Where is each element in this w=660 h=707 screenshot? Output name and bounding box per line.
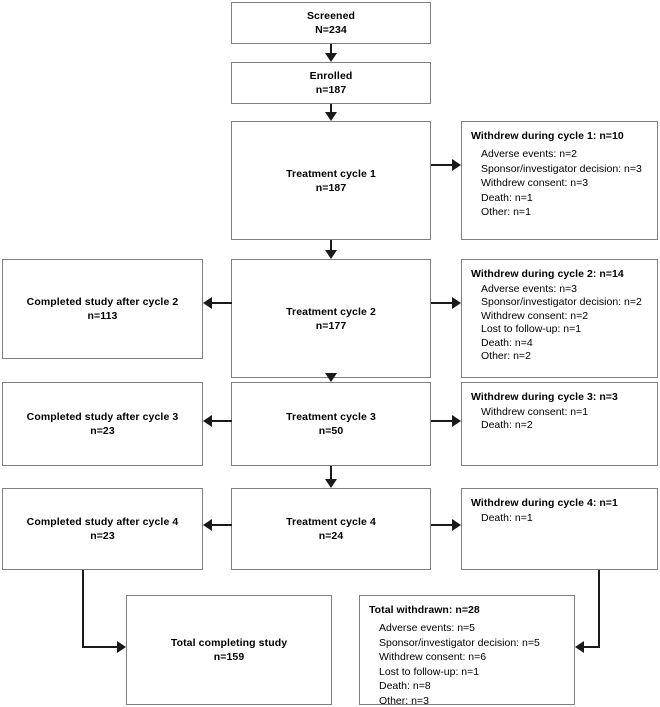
node-completed2-count: n=113 — [87, 310, 118, 322]
list-item: Sponsor/investigator decision: n=2 — [481, 296, 642, 309]
arrow-right-icon — [117, 641, 126, 653]
arrow-down-icon — [325, 53, 337, 62]
node-completed4-label: Completed study after cycle 4 — [26, 516, 179, 528]
node-cycle3-count: n=50 — [318, 425, 344, 437]
list-item: Death: n=1 — [481, 512, 533, 524]
connector-cycle1-to-withdrawal1 — [431, 164, 453, 166]
connector-cycle2-to-withdrawal2 — [431, 302, 453, 304]
connector-cycle3-to-cycle4 — [330, 466, 332, 479]
node-completed4-count: n=23 — [90, 530, 115, 542]
arrow-right-icon — [452, 519, 461, 531]
arrow-left-icon — [575, 641, 584, 653]
list-item: Adverse events: n=2 — [481, 148, 578, 160]
node-cycle1-count: n=187 — [315, 181, 347, 194]
node-screened: Screened N=234 — [231, 2, 431, 44]
withdrawal-cycle2-header: Withdrew during cycle 2: n=14 — [471, 268, 624, 280]
connector-cycle1-to-cycle2 — [330, 240, 332, 250]
arrow-down-icon — [325, 479, 337, 488]
withdrawal-cycle3-header: Withdrew during cycle 3: n=3 — [471, 391, 618, 403]
arrow-right-icon — [452, 159, 461, 171]
withdrawal-cycle1-header: Withdrew during cycle 1: n=10 — [471, 130, 624, 142]
connector-cycle3-to-completed3 — [212, 420, 232, 422]
connector-withdrawal4-to-total-vertical — [598, 570, 600, 648]
node-cycle4-count: n=24 — [318, 530, 344, 542]
arrow-left-icon — [203, 297, 212, 309]
list-item: Withdrew consent: n=2 — [481, 309, 589, 322]
list-item: Adverse events: n=3 — [481, 283, 578, 295]
node-screened-count: N=234 — [315, 24, 347, 36]
connector-withdrawal4-to-total-horizontal — [584, 646, 600, 648]
node-completed-after-cycle-3: Completed study after cycle 3 n=23 — [2, 382, 203, 466]
list-item: Withdrew consent: n=6 — [379, 651, 487, 664]
list-item: Death: n=4 — [481, 336, 533, 349]
arrow-left-icon — [203, 415, 212, 427]
node-enrolled-count: n=187 — [315, 84, 347, 96]
node-enrolled: Enrolled n=187 — [231, 62, 431, 104]
withdrawal-box-total: Total withdrawn: n=28 Adverse events: n=… — [359, 595, 575, 707]
list-item: Sponsor/investigator decision: n=5 — [379, 636, 540, 649]
list-item: Death: n=2 — [481, 419, 533, 432]
node-total-completing-study: Total completing study n=159 — [126, 595, 332, 705]
arrow-down-icon — [325, 250, 337, 259]
connector-cycle4-to-completed4 — [212, 524, 232, 526]
node-completed-after-cycle-2: Completed study after cycle 2 n=113 — [2, 259, 203, 359]
node-completed2-label: Completed study after cycle 2 — [26, 296, 179, 308]
node-screened-label: Screened — [306, 10, 356, 22]
node-cycle2-label: Treatment cycle 2 — [286, 305, 376, 318]
connector-completed4-to-total-horizontal — [82, 646, 118, 648]
connector-completed4-to-total-vertical — [82, 570, 84, 648]
connector-cycle4-to-withdrawal4 — [431, 524, 453, 526]
withdrawal-cycle4-reasons: Death: n=1 — [471, 512, 657, 525]
node-treatment-cycle-1: Treatment cycle 1 n=187 — [231, 121, 431, 240]
arrow-down-icon — [325, 373, 337, 382]
node-completed3-count: n=23 — [90, 425, 115, 437]
connector-screened-to-enrolled — [330, 44, 332, 54]
withdrawal-cycle1-reasons: Adverse events: n=2 Sponsor/investigator… — [471, 147, 657, 220]
connector-enrolled-to-cycle1 — [330, 104, 332, 112]
list-item: Other: n=1 — [481, 206, 531, 219]
arrow-left-icon — [203, 519, 212, 531]
list-item: Death: n=1 — [481, 191, 533, 204]
node-cycle4-label: Treatment cycle 4 — [286, 516, 376, 528]
list-item: Withdrew consent: n=3 — [481, 177, 589, 190]
list-item: Adverse events: n=5 — [379, 622, 476, 634]
list-item: Withdrew consent: n=1 — [481, 406, 589, 418]
withdrawal-box-cycle-3: Withdrew during cycle 3: n=3 Withdrew co… — [461, 382, 658, 466]
node-cycle1-label: Treatment cycle 1 — [286, 167, 376, 180]
withdrawal-box-cycle-2: Withdrew during cycle 2: n=14 Adverse ev… — [461, 259, 658, 378]
node-cycle2-count: n=177 — [315, 319, 347, 332]
node-enrolled-label: Enrolled — [309, 70, 353, 82]
withdrawal-box-cycle-4: Withdrew during cycle 4: n=1 Death: n=1 — [461, 488, 658, 570]
connector-cycle2-to-completed2 — [212, 302, 232, 304]
list-item: Lost to follow-up: n=1 — [481, 323, 582, 336]
node-completed-after-cycle-4: Completed study after cycle 4 n=23 — [2, 488, 203, 570]
withdrawal-cycle3-reasons: Withdrew consent: n=1 Death: n=2 — [471, 406, 657, 433]
withdrawal-cycle2-reasons: Adverse events: n=3 Sponsor/investigator… — [471, 283, 657, 363]
withdrawal-total-header: Total withdrawn: n=28 — [369, 604, 480, 616]
node-treatment-cycle-3: Treatment cycle 3 n=50 — [231, 382, 431, 466]
list-item: Death: n=8 — [379, 680, 431, 693]
arrow-down-icon — [325, 112, 337, 121]
withdrawal-box-cycle-1: Withdrew during cycle 1: n=10 Adverse ev… — [461, 121, 658, 240]
node-treatment-cycle-2: Treatment cycle 2 n=177 — [231, 259, 431, 378]
node-total-completing-label: Total completing study — [170, 637, 288, 649]
withdrawal-cycle4-header: Withdrew during cycle 4: n=1 — [471, 497, 618, 509]
list-item: Lost to follow-up: n=1 — [379, 665, 480, 678]
arrow-right-icon — [452, 415, 461, 427]
list-item: Other: n=2 — [481, 350, 531, 363]
connector-cycle3-to-withdrawal3 — [431, 420, 453, 422]
arrow-right-icon — [452, 297, 461, 309]
node-treatment-cycle-4: Treatment cycle 4 n=24 — [231, 488, 431, 570]
list-item: Other: n=3 — [379, 694, 429, 707]
list-item: Sponsor/investigator decision: n=3 — [481, 162, 642, 175]
node-total-completing-count: n=159 — [213, 651, 245, 663]
node-completed3-label: Completed study after cycle 3 — [26, 411, 179, 423]
node-cycle3-label: Treatment cycle 3 — [286, 411, 376, 423]
withdrawal-total-reasons: Adverse events: n=5 Sponsor/investigator… — [369, 621, 574, 707]
